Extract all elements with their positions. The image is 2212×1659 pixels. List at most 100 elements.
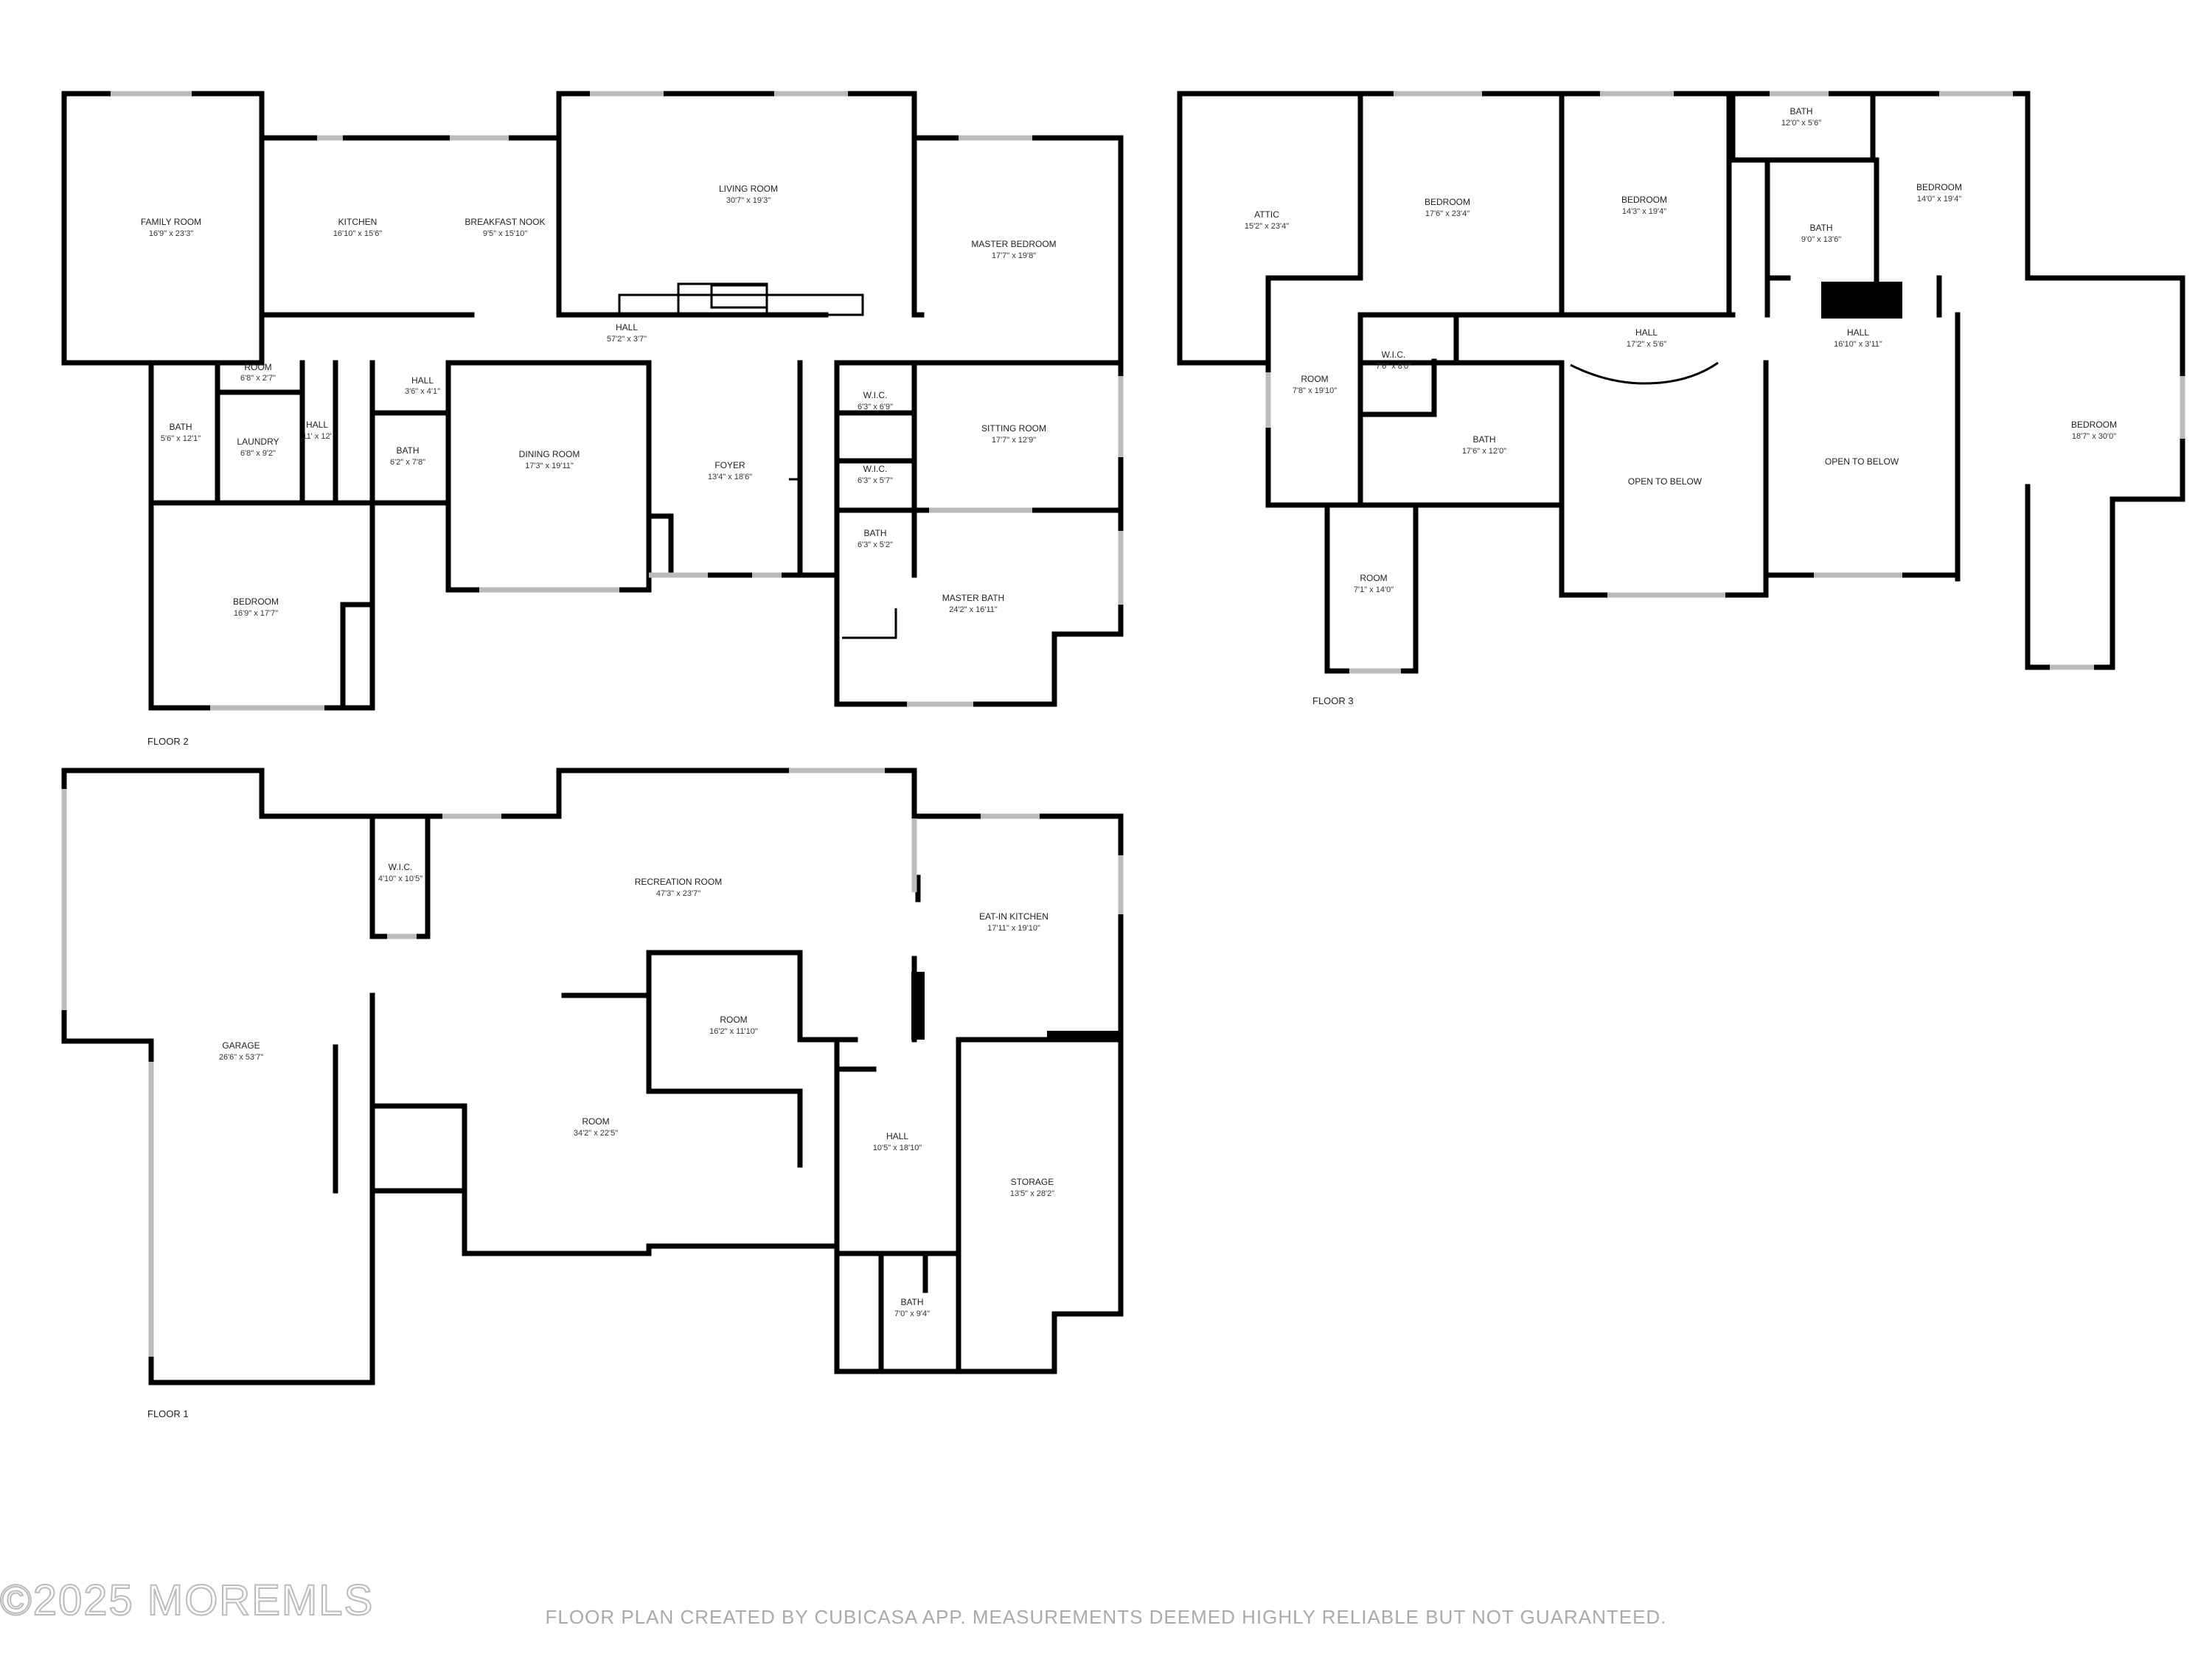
room-name: HALL [616,322,638,333]
room-dim: 17'11" x 19'10" [987,924,1040,933]
room-dim: 17'3" x 19'11" [525,462,574,470]
room-dim: 26'6" x 53'7" [219,1053,263,1062]
room-dim: 7'1" x 14'0" [1354,585,1394,594]
room-name: OPEN TO BELOW [1825,456,1899,467]
room-dim: 9'0" x 13'6" [1801,235,1841,244]
room-dim: 16'2" x 11'10" [709,1027,758,1036]
room-dim: 17'2" x 5'6" [1627,340,1666,349]
floor3-windows [1265,91,2185,674]
room-name: BEDROOM [2071,420,2117,430]
floor1-labels: FLOOR 1 W.I.C. 4'10" x 10'5" RECREATION … [147,862,1054,1419]
room-name: HALL [886,1131,908,1141]
floor2-walls [61,91,1124,711]
floor2-windows [111,91,1124,711]
disclaimer-text: FLOOR PLAN CREATED BY CUBICASA APP. MEAS… [545,1606,1667,1628]
room-name: BEDROOM [233,597,279,607]
room-name: BATH [169,422,192,432]
room-dim: 5'6" x 12'1" [161,434,201,443]
room-name: KITCHEN [338,217,378,227]
room-dim: 6'3" x 6'9" [858,403,893,411]
room-dim: 16'10" x 15'6" [333,229,383,238]
room-name: FOYER [714,460,745,470]
room-dim: 10'5" x 18'10" [873,1144,922,1152]
room-dim: 30'7" x 19'3" [726,196,771,205]
room-name: BATH [1790,106,1812,116]
room-name: MASTER BATH [942,593,1004,603]
room-dim: 24'2" x 16'11" [949,605,998,614]
room-name: BATH [396,445,419,456]
room-dim: 3'6" x 4'1" [405,387,440,396]
room-dim: 9'5" x 15'10" [483,229,527,238]
floor2-label: FLOOR 2 [147,736,189,747]
room-dim: 6'8" x 2'7" [240,374,276,383]
room-name: STORAGE [1011,1177,1054,1187]
room-name: GARAGE [222,1040,260,1051]
floor2-labels: FLOOR 2 FAMILY ROOM 16'9" x 23'3" KITCHE… [141,184,1057,747]
room-name: ATTIC [1254,209,1279,220]
room-name: BATH [900,1297,923,1307]
room-name: W.I.C. [389,862,413,872]
room-dim: 7'0" x 9'4" [894,1310,930,1318]
room-name: OPEN TO BELOW [1628,476,1703,487]
room-dim: 7'6" x 8'0" [1376,362,1411,371]
room-dim: 7'8" x 19'10" [1293,386,1337,395]
room-dim: 16'9" x 17'7" [234,609,278,618]
room-name: BATH [1809,223,1832,233]
room-name: ROOM [1301,374,1328,384]
room-name: BATH [863,528,886,538]
room-name: HALL [1635,327,1658,338]
room-name: ROOM [720,1015,747,1025]
room-dim: 15'2" x 23'4" [1245,222,1289,231]
moremls-logo: ©2025 MOREMLS [0,1576,374,1625]
room-name: BEDROOM [1916,182,1962,192]
room-dim: 6'3" x 5'2" [858,540,893,549]
kitchen-counter [1047,1031,1121,1041]
chimney [1821,282,1902,319]
room-name: W.I.C. [863,464,888,474]
room-dim: 57'2" x 3'7" [607,335,647,344]
room-dim: 17'7" x 12'9" [992,436,1036,445]
room-name: W.I.C. [1382,349,1406,360]
room-name: HALL [1847,327,1869,338]
room-name: LIVING ROOM [719,184,778,194]
moremls-logo-text: ©2025 MOREMLS [0,1576,374,1624]
room-dim: 6'3" x 5'7" [858,476,893,485]
room-name: MASTER BEDROOM [971,239,1056,249]
room-dim: 34'2" x 22'5" [574,1129,618,1138]
room-dim: 12'0" x 5'6" [1781,119,1821,128]
room-dim: 17'6" x 12'0" [1462,447,1506,456]
room-dim: 47'3" x 23'7" [656,889,700,898]
room-dim: 16'9" x 23'3" [149,229,193,238]
floor3-label: FLOOR 3 [1312,695,1354,706]
room-dim: 14'0" x 19'4" [1917,195,1961,204]
room-name: HALL [306,420,328,430]
room-dim: 11' x 12' [302,432,331,441]
room-dim: 6'8" x 9'2" [240,449,276,458]
room-dim: 18'7" x 30'0" [2072,432,2116,441]
room-name: DINING ROOM [519,449,580,459]
floor3-labels: FLOOR 3 ATTIC 15'2" x 23'4" BEDROOM 17'6… [1245,106,2117,706]
floor1-windows [61,768,1124,1357]
room-dim: 6'2" x 7'8" [390,458,425,467]
room-name: BEDROOM [1621,195,1667,205]
room-name: BATH [1472,434,1495,445]
room-name: FAMILY ROOM [141,217,201,227]
room-dim: 4'10" x 10'5" [378,874,422,883]
room-name: W.I.C. [863,390,888,400]
room-dim: 17'6" x 23'4" [1425,209,1470,218]
room-name: ROOM [582,1116,609,1127]
room-name: BREAKFAST NOOK [465,217,545,227]
room-name: EAT-IN KITCHEN [979,911,1048,922]
room-dim: 16'10" x 3'11" [1834,340,1882,349]
room-name: SITTING ROOM [981,423,1046,434]
room-name: ROOM [244,362,271,372]
room-dim: 13'5" x 28'2" [1010,1189,1054,1198]
room-name: LAUNDRY [237,437,279,447]
room-dim: 17'7" x 19'8" [992,251,1036,260]
room-name: ROOM [1360,573,1387,583]
room-dim: 13'4" x 18'6" [708,473,752,481]
balcony-curve [1570,361,1719,385]
kitchen-pillar [911,972,925,1040]
floor1-walls [61,768,1124,1385]
